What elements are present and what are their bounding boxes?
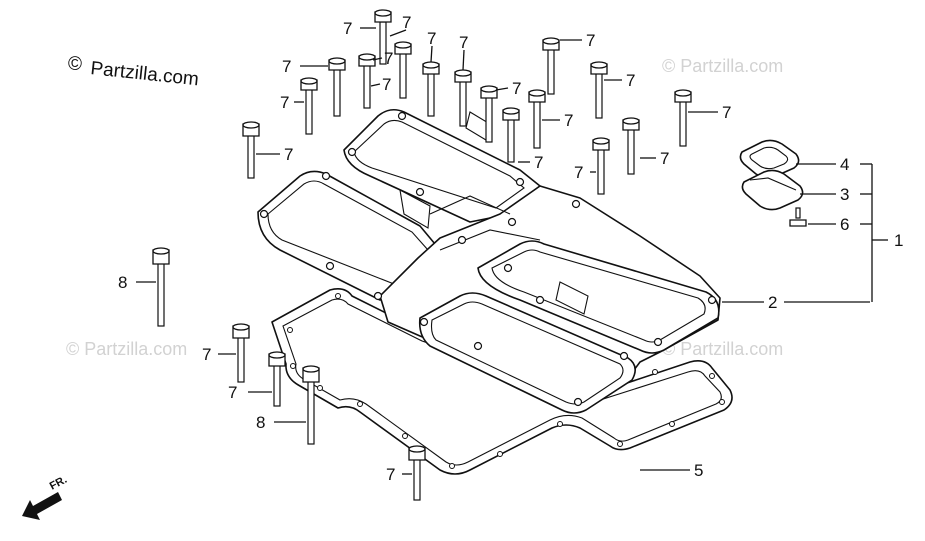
callout-1[interactable]: 1: [894, 231, 903, 250]
callout-2[interactable]: 2: [768, 293, 777, 312]
front-arrow-icon: [22, 492, 62, 520]
callout-7[interactable]: 7: [284, 145, 293, 164]
callout-7[interactable]: 7: [722, 103, 731, 122]
callout-7[interactable]: 7: [574, 163, 583, 182]
bolt-7-m: [674, 89, 692, 147]
watermark-top-right: © Partzilla.com: [662, 56, 783, 76]
bolt-7-s: [408, 445, 426, 501]
bolt-7-q: [232, 323, 250, 383]
callout-7[interactable]: 7: [534, 153, 543, 172]
callout-7[interactable]: 7: [626, 71, 635, 90]
callout-6[interactable]: 6: [840, 215, 849, 234]
front-label: FR.: [48, 474, 69, 493]
callout-7[interactable]: 7: [660, 149, 669, 168]
callout-7[interactable]: 7: [202, 345, 211, 364]
callout-7[interactable]: 7: [384, 49, 393, 68]
breather-cover-part-3: [741, 169, 804, 211]
watermark-right: © Partzilla.com: [662, 339, 783, 359]
front-direction-indicator: FR.: [22, 474, 69, 520]
callout-7[interactable]: 7: [586, 31, 595, 50]
bolt-7-n: [622, 117, 640, 175]
callout-4[interactable]: 4: [840, 155, 849, 174]
bolt-7-b: [394, 41, 412, 99]
callout-8[interactable]: 8: [118, 273, 127, 292]
cylinder-head-cover-part-2: [257, 108, 721, 414]
bolt-7-g: [454, 69, 472, 127]
bolt-7-r: [268, 351, 286, 407]
bolt-7-p: [242, 121, 260, 179]
callouts: 7 7 7 7 7 7 7 7 7 7 7 7 7 7 7 7 7 7 7 7 …: [118, 13, 903, 484]
bolt-7-h: [480, 85, 498, 143]
brand-name: Partzilla.com: [89, 58, 199, 90]
callout-7[interactable]: 7: [402, 13, 411, 32]
callout-7[interactable]: 7: [459, 33, 468, 52]
bolt-7-a: [374, 9, 392, 65]
callout-8[interactable]: 8: [256, 413, 265, 432]
callout-5[interactable]: 5: [694, 461, 703, 480]
bolt-7-o: [592, 137, 610, 195]
bolt-8-a: [152, 247, 170, 327]
bolt-7-k: [542, 37, 560, 95]
callout-7[interactable]: 7: [386, 465, 395, 484]
bolt-part-6: [789, 207, 807, 227]
bolts: [152, 9, 692, 501]
callout-7[interactable]: 7: [427, 29, 436, 48]
bolt-7-l: [590, 61, 608, 119]
copyright-symbol: ©: [68, 54, 82, 75]
callout-7[interactable]: 7: [512, 79, 521, 98]
callout-7[interactable]: 7: [228, 383, 237, 402]
bolt-7-f: [422, 61, 440, 117]
bolt-7-i: [528, 89, 546, 149]
brand-logo[interactable]: © Partzilla.com: [68, 54, 200, 90]
bolt-7-e: [300, 77, 318, 135]
callout-7[interactable]: 7: [280, 93, 289, 112]
bolt-7-j: [502, 107, 520, 163]
callout-7[interactable]: 7: [564, 111, 573, 130]
callout-7[interactable]: 7: [282, 57, 291, 76]
watermark-left: © Partzilla.com: [66, 339, 187, 359]
callout-7[interactable]: 7: [382, 75, 391, 94]
bolt-7-d: [328, 57, 346, 117]
breather-gasket-part-4: [739, 139, 800, 179]
callout-7[interactable]: 7: [343, 19, 352, 38]
leader-lines: [136, 27, 888, 475]
bolt-7-c: [358, 53, 376, 109]
callout-3[interactable]: 3: [840, 185, 849, 204]
bolt-8-b: [302, 365, 320, 445]
